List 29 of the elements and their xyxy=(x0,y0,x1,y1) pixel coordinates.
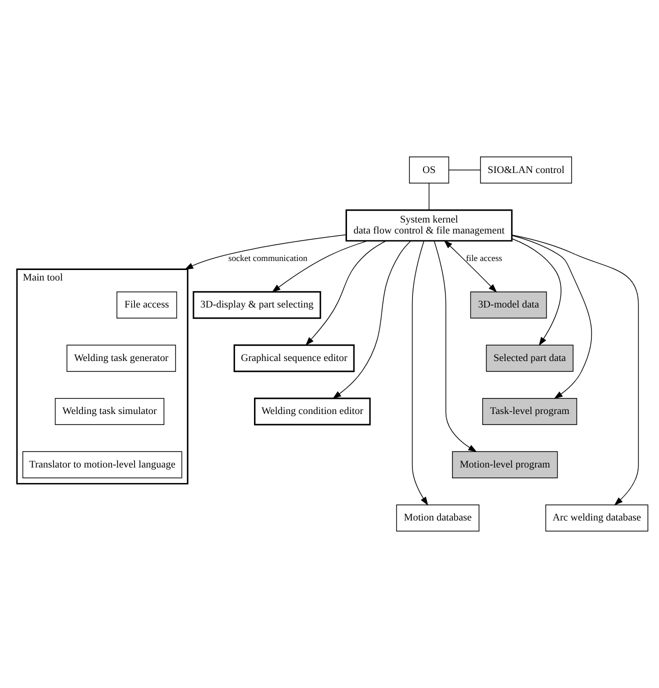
node-box: SIO&LAN control xyxy=(480,156,572,184)
node-box: OS xyxy=(409,156,450,184)
arrow xyxy=(412,240,428,506)
arrow xyxy=(512,235,592,399)
arrow xyxy=(444,240,498,293)
node-box: Selected part data xyxy=(486,344,574,372)
node-box: Welding condition editor xyxy=(254,398,371,426)
node-box: Welding task simulator xyxy=(54,398,164,425)
arrow xyxy=(332,240,411,399)
arrow xyxy=(511,238,562,346)
node-box: Translator to motion-level language xyxy=(22,451,182,478)
arrow xyxy=(434,240,477,452)
arrow xyxy=(512,234,639,506)
node-box: 3D-display & part selecting xyxy=(192,291,322,319)
connector xyxy=(428,182,430,210)
node-box: File access xyxy=(116,291,178,318)
arrow xyxy=(184,234,346,270)
node-box: Graphical sequence editor xyxy=(234,344,355,372)
node-box: Arc welding database xyxy=(545,504,648,532)
arrow xyxy=(272,240,368,292)
arrow xyxy=(305,240,386,346)
edge-label: socket communication xyxy=(228,252,308,263)
node-box: System kernel data flow control & file management xyxy=(346,209,513,242)
edge-label: file access xyxy=(466,252,502,263)
node-box: Motion-level program xyxy=(452,451,558,478)
node-box: Task-level program xyxy=(482,398,578,425)
node-box: Welding task generator xyxy=(66,344,176,372)
node-box: Motion database xyxy=(396,504,480,532)
node-box: 3D-model data xyxy=(470,291,547,318)
